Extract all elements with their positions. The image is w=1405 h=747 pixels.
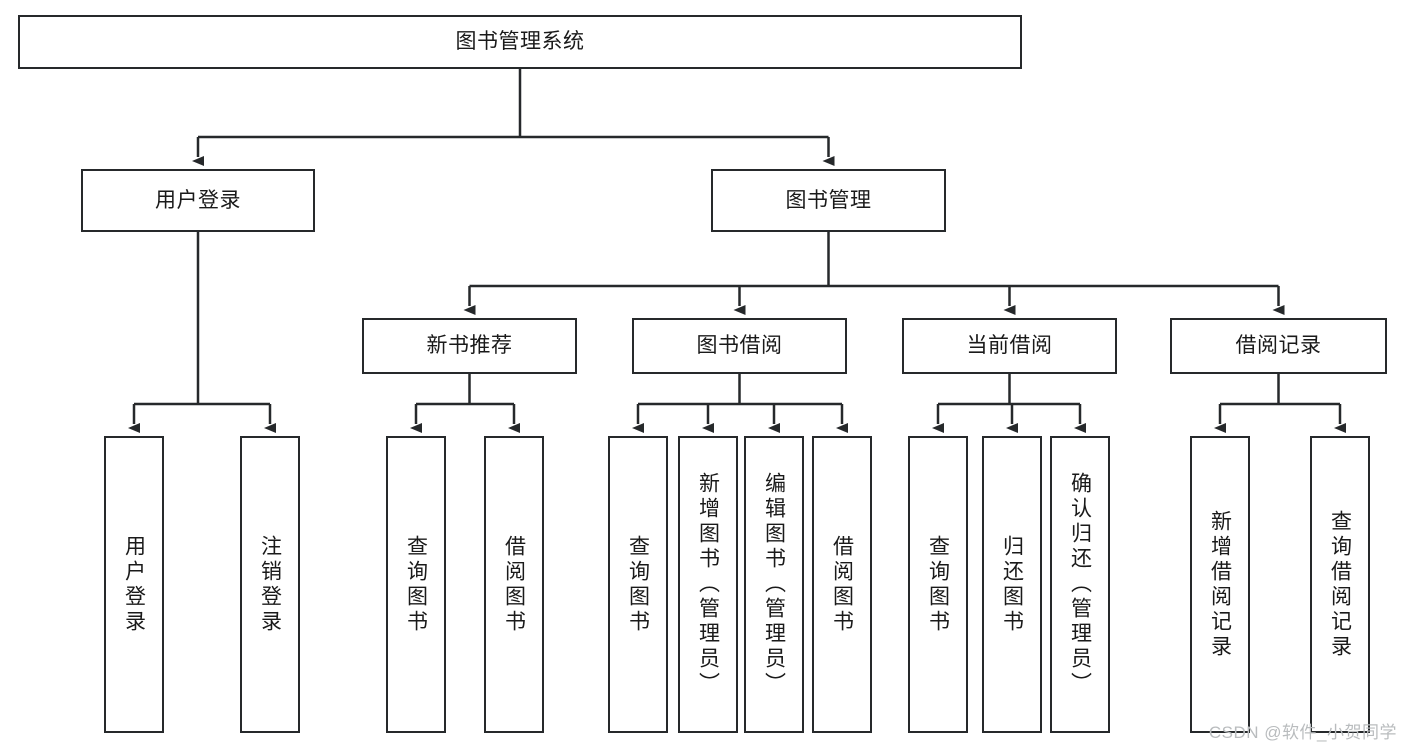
node-leaf-confirm[interactable]: 确认归还（管理员） bbox=[1050, 436, 1110, 733]
node-label: 图书管理系统 bbox=[455, 30, 585, 54]
node-label: 用户登录 bbox=[155, 188, 241, 212]
node-leaf-add-rec[interactable]: 新增借阅记录 bbox=[1190, 436, 1250, 733]
node-leaf-query-2[interactable]: 查询图书 bbox=[608, 436, 668, 733]
node-label: 归还图书 bbox=[1000, 534, 1024, 635]
node-label: 新书推荐 bbox=[426, 334, 513, 358]
node-current-borrow[interactable]: 当前借阅 bbox=[902, 318, 1117, 374]
node-leaf-query-rec[interactable]: 查询借阅记录 bbox=[1310, 436, 1370, 733]
node-label: 新增借阅记录 bbox=[1208, 509, 1232, 660]
node-leaf-borrow-1[interactable]: 借阅图书 bbox=[484, 436, 544, 733]
node-label: 编辑图书（管理员） bbox=[762, 472, 786, 697]
node-label: 图书管理 bbox=[785, 188, 872, 212]
node-book-borrow[interactable]: 图书借阅 bbox=[632, 318, 847, 374]
node-label: 确认归还（管理员） bbox=[1068, 472, 1092, 697]
node-label: 查询借阅记录 bbox=[1328, 509, 1352, 660]
node-leaf-edit-book[interactable]: 编辑图书（管理员） bbox=[744, 436, 804, 733]
node-leaf-add-book[interactable]: 新增图书（管理员） bbox=[678, 436, 738, 733]
node-label: 查询图书 bbox=[626, 534, 650, 635]
node-root[interactable]: 图书管理系统 bbox=[18, 15, 1022, 69]
node-leaf-user-login[interactable]: 用户登录 bbox=[104, 436, 164, 733]
node-label: 用户登录 bbox=[122, 534, 146, 635]
connector-lines bbox=[128, 69, 1346, 433]
node-label: 借阅图书 bbox=[502, 534, 526, 635]
node-label: 新增图书（管理员） bbox=[696, 472, 720, 697]
node-label: 注销登录 bbox=[258, 534, 282, 635]
node-leaf-borrow-2[interactable]: 借阅图书 bbox=[812, 436, 872, 733]
node-label: 查询图书 bbox=[926, 534, 950, 635]
node-label: 图书借阅 bbox=[696, 334, 783, 358]
node-label: 借阅图书 bbox=[830, 534, 854, 635]
node-label: 查询图书 bbox=[404, 534, 428, 635]
node-borrow-record[interactable]: 借阅记录 bbox=[1170, 318, 1387, 374]
node-label: 借阅记录 bbox=[1235, 334, 1322, 358]
node-leaf-return[interactable]: 归还图书 bbox=[982, 436, 1042, 733]
node-leaf-query-1[interactable]: 查询图书 bbox=[386, 436, 446, 733]
node-user-login[interactable]: 用户登录 bbox=[81, 169, 315, 232]
node-leaf-logout[interactable]: 注销登录 bbox=[240, 436, 300, 733]
csdn-watermark: CSDN @软件_小贺同学 bbox=[1208, 723, 1397, 742]
node-leaf-query-3[interactable]: 查询图书 bbox=[908, 436, 968, 733]
node-new-book-rec[interactable]: 新书推荐 bbox=[362, 318, 577, 374]
node-book-manage[interactable]: 图书管理 bbox=[711, 169, 946, 232]
node-label: 当前借阅 bbox=[966, 334, 1053, 358]
